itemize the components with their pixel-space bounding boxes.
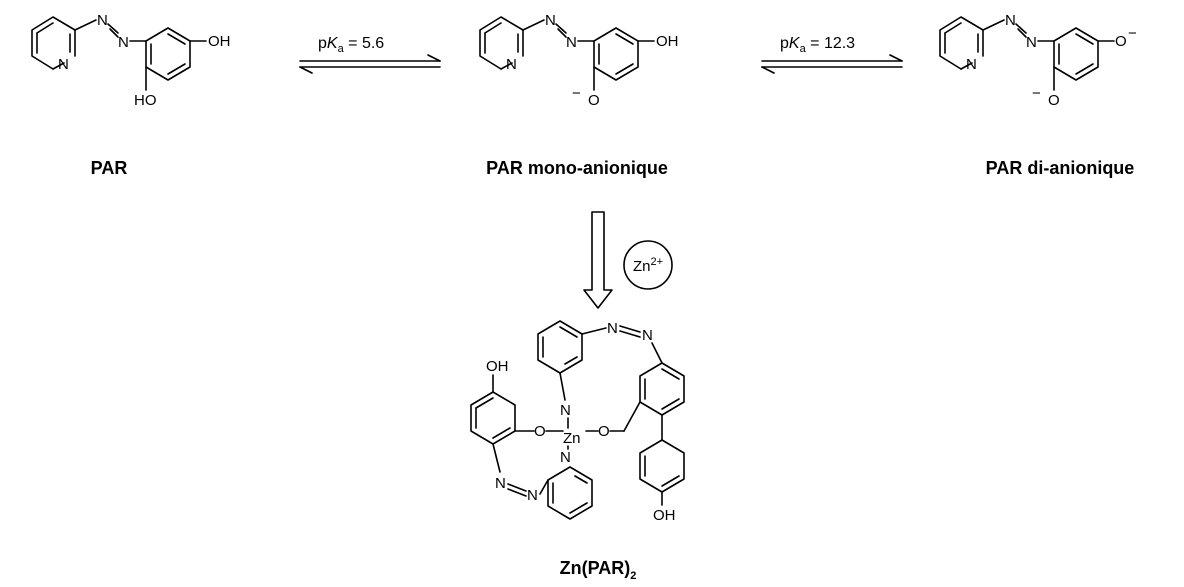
phenolate-oxygen: O xyxy=(1048,92,1060,109)
phenolate-oxygen: O xyxy=(534,423,546,440)
hydroxyl-group: OH xyxy=(208,33,231,50)
phenolate-oxygen: O xyxy=(1115,33,1127,50)
caption-zn-par2: Zn(PAR)2 xyxy=(560,558,637,582)
azo-nitrogen: N xyxy=(1005,12,1016,29)
negative-charge: − xyxy=(1032,85,1041,102)
negative-charge: − xyxy=(572,85,581,102)
pyridine-nitrogen: N xyxy=(506,56,517,73)
pyridine-nitrogen: N xyxy=(560,449,571,466)
zn-par2-complex: OH O Zn O N N N OH xyxy=(470,320,685,524)
hydroxyl-group: OH xyxy=(486,358,509,375)
equilibrium-arrow: pKa = 12.3 xyxy=(761,35,903,74)
azo-nitrogen: N xyxy=(1026,34,1037,51)
negative-charge: − xyxy=(1128,25,1137,42)
caption-par: PAR xyxy=(91,158,128,178)
pka-label: pKa = 12.3 xyxy=(780,35,855,55)
phenolate-oxygen: O xyxy=(588,92,600,109)
pka-label: pKa = 5.6 xyxy=(318,35,384,55)
pyridine-nitrogen: N xyxy=(58,56,69,73)
par-mono-anion-molecule: N N N OH O − xyxy=(479,12,679,109)
par-di-anion-molecule: N N N O − O − xyxy=(939,12,1137,109)
hydroxyl-group: OH xyxy=(656,33,679,50)
pyridine-nitrogen: N xyxy=(560,402,571,419)
hydroxyl-group: OH xyxy=(653,507,676,524)
azo-nitrogen: N xyxy=(545,12,556,29)
svg-text:Zn2+: Zn2+ xyxy=(633,256,663,275)
caption-par-di-anionique: PAR di-anionique xyxy=(986,158,1135,178)
azo-nitrogen: N xyxy=(642,327,653,344)
pyridine-nitrogen: N xyxy=(966,56,977,73)
phenolate-oxygen: O xyxy=(598,423,610,440)
azo-nitrogen: N xyxy=(495,475,506,492)
azo-nitrogen: N xyxy=(566,34,577,51)
caption-par-mono-anionique: PAR mono-anionique xyxy=(486,158,668,178)
par-molecule: N N N OH HO xyxy=(31,12,231,109)
azo-nitrogen: N xyxy=(118,34,129,51)
azo-nitrogen: N xyxy=(607,320,618,337)
hydroxyl-group: HO xyxy=(134,92,157,109)
equilibrium-arrow: pKa = 5.6 xyxy=(299,35,441,74)
zinc-atom: Zn xyxy=(563,430,581,447)
azo-nitrogen: N xyxy=(97,12,108,29)
reaction-arrow-down xyxy=(583,211,613,309)
azo-nitrogen: N xyxy=(527,487,538,504)
zinc-reagent: Zn2+ xyxy=(623,240,673,290)
